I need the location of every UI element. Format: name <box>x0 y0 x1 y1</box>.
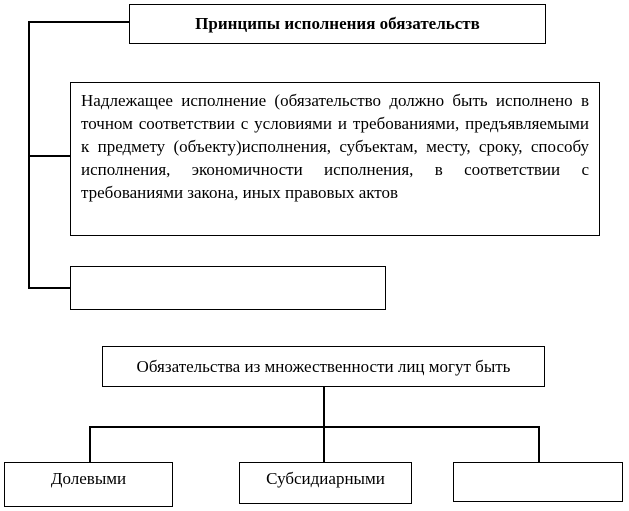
plurality-type-label: Субсидиарными <box>266 469 385 488</box>
connector-leaf-2 <box>323 426 325 463</box>
plurality-title: Обязательства из множественности лиц мог… <box>136 356 511 376</box>
connector-to-description <box>28 155 71 157</box>
proper-performance-text: Надлежащее исполнение (обязательство дол… <box>81 91 589 202</box>
plurality-type-box-shared: Долевыми <box>4 462 173 507</box>
principles-title: Принципы исполнения обязательств <box>195 14 480 33</box>
plurality-type-label: Долевыми <box>50 469 127 488</box>
connector-plural-bar <box>89 426 540 428</box>
plurality-type-box-empty <box>453 462 623 502</box>
plurality-title-box: Обязательства из множественности лиц мог… <box>102 346 545 387</box>
connector-plural-stem <box>323 386 325 428</box>
second-principle-box <box>70 266 386 310</box>
connector-leaf-1 <box>89 426 91 463</box>
connector-title-horizontal <box>28 21 130 23</box>
principles-title-box: Принципы исполнения обязательств <box>129 4 546 44</box>
connector-to-blank-box <box>28 287 71 289</box>
plurality-type-box-subsidiary: Субсидиарными <box>239 462 412 504</box>
connector-leaf-3 <box>538 426 540 463</box>
proper-performance-box: Надлежащее исполнение (обязательство дол… <box>70 82 600 236</box>
